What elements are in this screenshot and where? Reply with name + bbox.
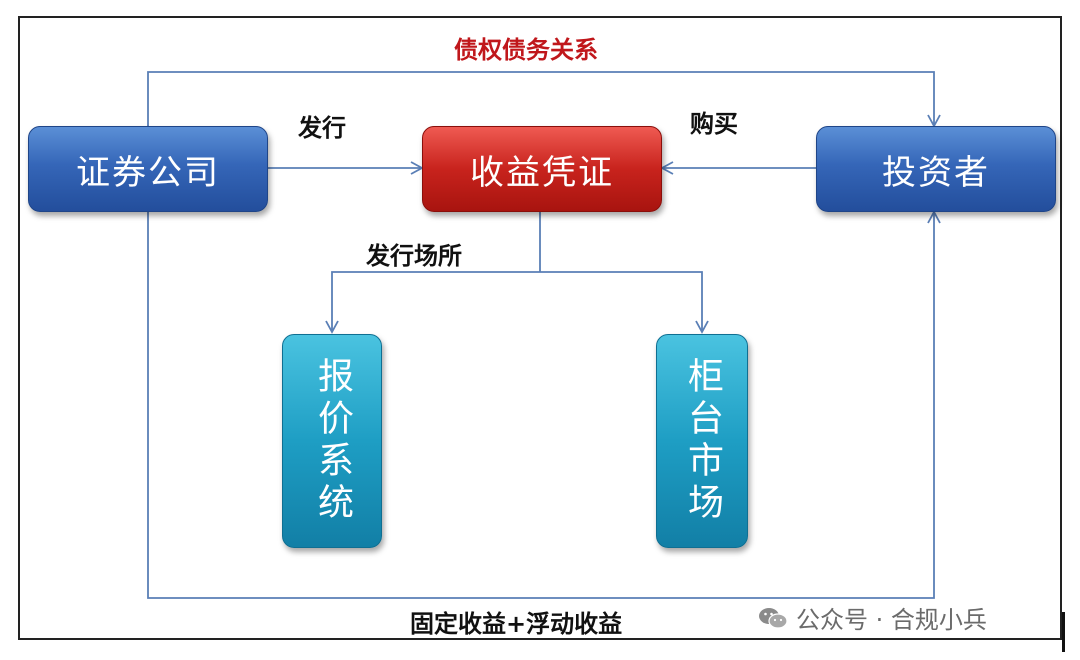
top-loop-line [141,71,941,138]
issue-label: 发行 [298,114,346,142]
venue-branch-right [540,271,709,334]
venue-branch-left [325,271,540,334]
bottom-return-label: 固定收益+浮动收益 [410,610,623,638]
watermark-text: 公众号 · 合规小兵 [796,606,987,634]
issue-venue-label: 发行场所 [366,242,462,270]
bottom-loop-line [147,210,941,599]
securities-company-node: 证券公司 [28,126,268,212]
otc-market-node: 柜台市场 [656,334,748,548]
edge-mark [1062,612,1065,652]
wechat-icon [759,607,788,629]
watermark: 公众号 · 合规小兵 [752,600,993,635]
diagram-title: 债权债务关系 [454,36,598,64]
purchase-label: 购买 [690,110,738,138]
investor-node: 投资者 [816,126,1056,212]
quote-system-node: 报价系统 [282,334,382,548]
income-certificate-node: 收益凭证 [422,126,662,212]
